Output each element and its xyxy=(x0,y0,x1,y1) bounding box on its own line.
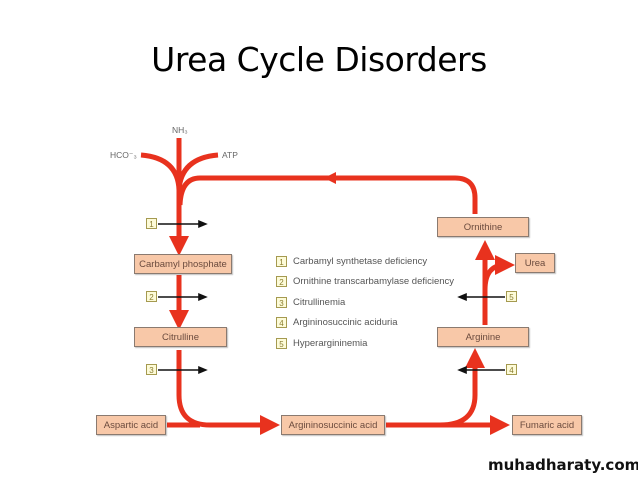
legend-text: Argininosuccinic aciduria xyxy=(293,317,398,329)
block-marker-5: 5 xyxy=(506,291,517,302)
legend: 1 Carbamyl synthetase deficiency 2 Ornit… xyxy=(276,251,454,354)
slide-title: Urea Cycle Disorders xyxy=(151,40,487,79)
block-marker-2: 2 xyxy=(146,291,157,302)
legend-number: 2 xyxy=(276,276,287,288)
watermark: muhadharaty.com xyxy=(488,456,638,474)
legend-text: Hyperargininemia xyxy=(293,337,368,349)
pathway-citrulline-to-argsucc xyxy=(176,350,280,435)
legend-item: 2 Ornithine transcarbamylase deficiency xyxy=(276,272,454,293)
node-arginine: Arginine xyxy=(437,327,529,347)
legend-text: Citrullinemia xyxy=(293,296,346,308)
legend-text: Ornithine transcarbamylase deficiency xyxy=(293,276,455,288)
node-fumaric-acid: Fumaric acid xyxy=(512,415,582,435)
return-arrowhead xyxy=(324,172,336,184)
block-marker-4: 4 xyxy=(506,364,517,375)
pathway-atp xyxy=(176,152,219,191)
legend-item: 5 Hyperargininemia xyxy=(276,333,454,354)
legend-number: 3 xyxy=(276,296,287,308)
nh3-label: NH₃ xyxy=(172,125,188,135)
legend-text: Carbamyl synthetase deficiency xyxy=(293,255,428,267)
legend-number: 5 xyxy=(276,337,287,349)
atp-label: ATP xyxy=(222,150,238,160)
node-citrulline: Citrulline xyxy=(134,327,227,347)
legend-number: 4 xyxy=(276,317,287,329)
node-carbamyl-phosphate: Carbamyl phosphate xyxy=(134,254,232,274)
legend-number: 1 xyxy=(276,255,287,267)
node-aspartic-acid: Aspartic acid xyxy=(96,415,166,435)
node-urea: Urea xyxy=(515,253,555,273)
legend-item: 4 Argininosuccinic aciduria xyxy=(276,313,454,334)
node-argininosuccinic-acid: Argininosuccinic acid xyxy=(281,415,385,435)
pathway-hco3 xyxy=(140,152,182,191)
node-ornithine: Ornithine xyxy=(437,217,529,237)
hco3-label: HCO⁻₃ xyxy=(110,150,137,160)
block-marker-3: 3 xyxy=(146,364,157,375)
pathway-ornithine-return xyxy=(177,175,478,214)
legend-item: 3 Citrullinemia xyxy=(276,292,454,313)
legend-item: 1 Carbamyl synthetase deficiency xyxy=(276,251,454,272)
pathway-to-arginine xyxy=(439,348,485,428)
block-marker-1: 1 xyxy=(146,218,157,229)
pathway-to-urea xyxy=(482,255,515,291)
